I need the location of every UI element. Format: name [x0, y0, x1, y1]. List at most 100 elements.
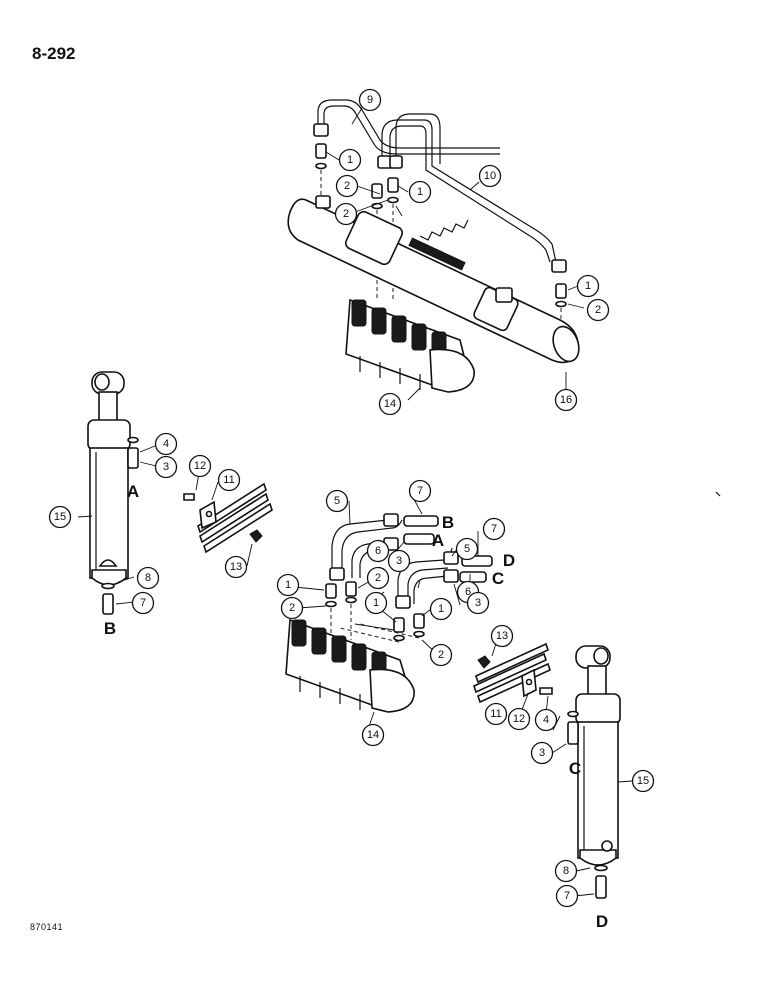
- callout-number: 13: [496, 630, 508, 642]
- callout-circle: [366, 539, 390, 563]
- callout-upper-5: 2: [334, 202, 358, 226]
- callout-number: 10: [484, 170, 496, 182]
- left-cylinder-15: [87, 371, 139, 615]
- drawing-id: 870141: [30, 922, 64, 932]
- callout-circle: [136, 566, 160, 590]
- callout-lower-13: 2: [429, 643, 453, 667]
- callout-number: 11: [223, 474, 234, 486]
- callout-circle: [280, 596, 304, 620]
- callout-number: 1: [347, 154, 353, 166]
- callout-right_cylinder-2: 15: [631, 769, 655, 793]
- callout-upper-1: 1: [338, 148, 362, 172]
- callout-circle: [478, 164, 502, 188]
- callout-number: 3: [163, 461, 169, 473]
- callout-upper-9: 16: [554, 388, 578, 412]
- callout-circle: [490, 624, 514, 648]
- callout-upper-2: 10: [478, 164, 502, 188]
- callout-number: 6: [465, 586, 471, 598]
- leader-lines: [77, 107, 633, 897]
- callout-circle: [484, 702, 508, 726]
- port-label-left-bottom: B: [104, 619, 116, 638]
- callout-circle: [554, 859, 578, 883]
- tube-9: [317, 99, 500, 149]
- callout-number: 13: [230, 561, 242, 573]
- callout-number: 14: [367, 729, 379, 741]
- callout-circle: [366, 566, 390, 590]
- callout-circle: [554, 388, 578, 412]
- callout-right_cylinder-0: 4: [534, 708, 558, 732]
- callout-number: 8: [145, 572, 151, 584]
- callout-circle: [334, 202, 358, 226]
- callout-lower-4: 5: [455, 537, 479, 561]
- callout-circle: [555, 884, 579, 908]
- callout-number: 6: [375, 545, 381, 557]
- callout-right_cylinder-1: 3: [530, 741, 554, 765]
- callout-circle: [466, 591, 490, 615]
- callout-circle: [530, 741, 554, 765]
- callout-circle: [217, 468, 241, 492]
- callout-right_bracket-0: 13: [490, 624, 514, 648]
- upper-assembly: [287, 99, 580, 393]
- callout-number: 3: [396, 555, 402, 567]
- callout-left_cylinder-1: 3: [154, 455, 178, 479]
- control-valve-14-lower: [285, 618, 415, 713]
- callout-left_cylinder-4: 7: [131, 591, 155, 615]
- callout-left_bracket-0: 12: [188, 454, 212, 478]
- callout-lower-6: 1: [276, 573, 300, 597]
- callout-upper-8: 14: [378, 392, 402, 416]
- callout-number: 5: [334, 495, 340, 507]
- callout-circle: [276, 573, 300, 597]
- callout-lower-2: 7: [482, 517, 506, 541]
- mounting-bracket-right: [473, 642, 553, 704]
- callout-lower-10: 3: [466, 591, 490, 615]
- callout-number: 15: [54, 511, 66, 523]
- callout-number: 12: [513, 713, 525, 725]
- callout-circle: [358, 88, 382, 112]
- callout-left_bracket-2: 13: [224, 555, 248, 579]
- callout-number: 4: [543, 714, 549, 726]
- callout-number: 3: [475, 597, 481, 609]
- callout-lower-12: 1: [429, 597, 453, 621]
- callout-left_cylinder-2: 15: [48, 505, 72, 529]
- callout-left_cylinder-3: 8: [136, 566, 160, 590]
- callout-circle: [188, 454, 212, 478]
- callout-lower-14: 14: [361, 723, 385, 747]
- callout-circle: [534, 708, 558, 732]
- callout-number: 5: [464, 543, 470, 555]
- callout-circle: [154, 455, 178, 479]
- callout-upper-6: 1: [576, 274, 600, 298]
- callout-circle: [48, 505, 72, 529]
- control-valve-14-upper: [345, 298, 475, 393]
- callout-number: 9: [367, 94, 373, 106]
- callout-number: 2: [375, 572, 381, 584]
- callout-right_bracket-1: 11: [484, 702, 508, 726]
- callout-circle: [335, 174, 359, 198]
- callout-lower-1: 5: [325, 489, 349, 513]
- callout-right_cylinder-4: 7: [555, 884, 579, 908]
- callout-circle: [154, 432, 178, 456]
- lower-assembly: [285, 513, 493, 713]
- callout-upper-3: 2: [335, 174, 359, 198]
- port-label-left-top: A: [127, 482, 139, 501]
- callout-circle: [325, 489, 349, 513]
- callout-circle: [408, 479, 432, 503]
- callout-number: 3: [539, 747, 545, 759]
- callout-circle: [576, 274, 600, 298]
- callout-number: 15: [637, 775, 649, 787]
- callout-circle: [224, 555, 248, 579]
- callout-number: 16: [560, 394, 572, 406]
- callout-number: 11: [490, 708, 501, 720]
- callout-number: 7: [491, 523, 497, 535]
- callout-upper-7: 2: [586, 298, 610, 322]
- port-label-lower-d: D: [503, 551, 515, 570]
- callout-right_cylinder-3: 8: [554, 859, 578, 883]
- callout-number: 1: [285, 579, 291, 591]
- callout-upper-0: 9: [358, 88, 382, 112]
- callout-circle: [455, 537, 479, 561]
- callout-circle: [131, 591, 155, 615]
- callout-circle: [387, 549, 411, 573]
- callout-number: 14: [384, 398, 396, 410]
